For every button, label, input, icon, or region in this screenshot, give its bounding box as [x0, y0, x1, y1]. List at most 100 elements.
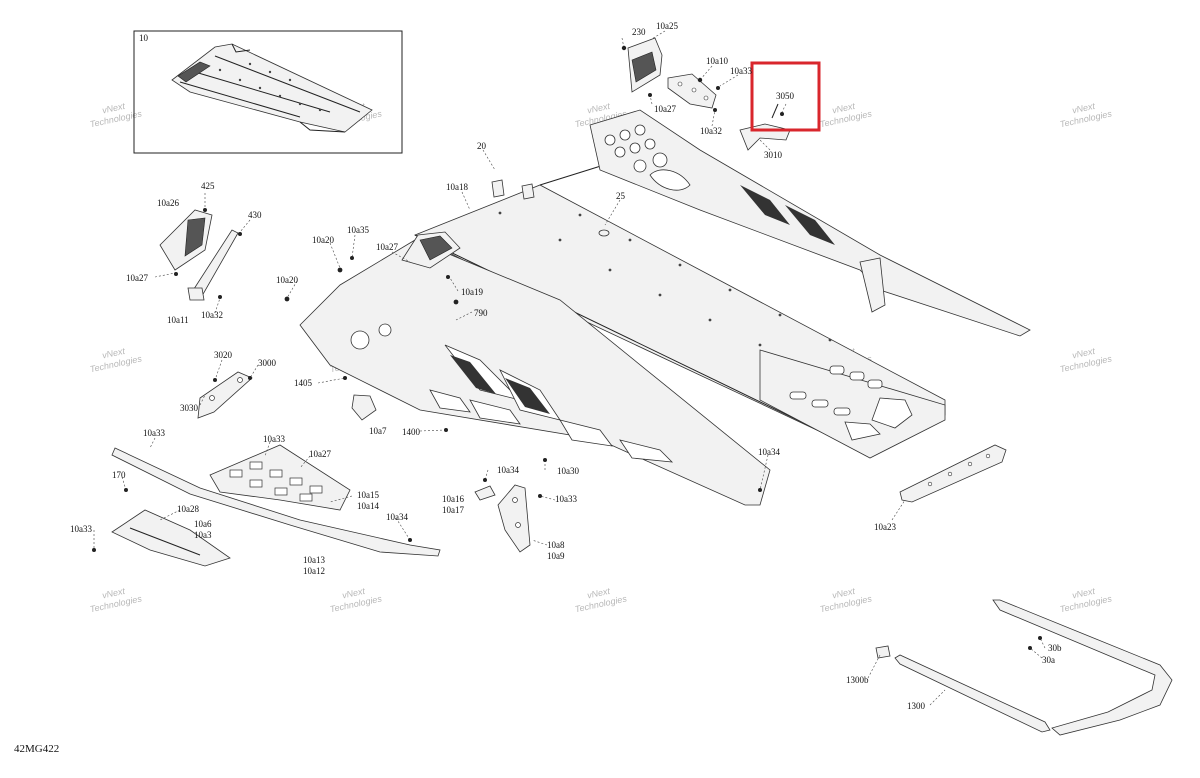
watermark-line1: vNext	[1071, 101, 1096, 116]
watermark-line1: vNext	[101, 586, 126, 601]
label-10a8: 10a8	[547, 540, 565, 550]
label-10a11: 10a11	[167, 315, 189, 325]
label-10a33: 10a33	[555, 494, 577, 504]
tunnel-assembly	[299, 109, 1031, 506]
label-10a27: 10a27	[376, 242, 398, 252]
label-10a18: 10a18	[446, 182, 468, 192]
label-10a27: 10a27	[126, 273, 148, 283]
label-10a28: 10a28	[177, 504, 199, 514]
label-425: 425	[201, 181, 215, 191]
watermark-line1: vNext	[1071, 346, 1096, 361]
rail-10a13	[111, 447, 441, 557]
watermark-line1: vNext	[586, 101, 611, 116]
strut-10a11	[187, 229, 239, 301]
label-3000: 3000	[258, 358, 277, 368]
rail-10a23	[899, 444, 1007, 503]
bumper-1300	[875, 599, 1173, 736]
label-170: 170	[112, 470, 126, 480]
label-10a12: 10a12	[303, 566, 325, 576]
label-10a15: 10a15	[357, 490, 379, 500]
label-1300: 1300	[907, 701, 926, 711]
label-10a33: 10a33	[263, 434, 285, 444]
label-10a35: 10a35	[347, 225, 369, 235]
watermark-line1: vNext	[1071, 586, 1096, 601]
label-1300b: 1300b	[846, 675, 869, 685]
leader-lines	[93, 30, 1046, 706]
label-10a33: 10a33	[143, 428, 165, 438]
bracket-10a26	[159, 209, 213, 271]
label-1405: 1405	[294, 378, 313, 388]
label-25: 25	[616, 191, 626, 201]
label-10a25: 10a25	[656, 21, 678, 31]
label-3050: 3050	[776, 91, 795, 101]
label-10: 10	[139, 33, 149, 43]
label-10a23: 10a23	[874, 522, 896, 532]
highlight-box	[750, 61, 821, 132]
watermark-line1: vNext	[586, 586, 611, 601]
watermark-line1: vNext	[341, 586, 366, 601]
label-10a30: 10a30	[557, 466, 579, 476]
label-10a20: 10a20	[312, 235, 334, 245]
watermark-line1: vNext	[831, 586, 856, 601]
label-10a7: 10a7	[369, 426, 387, 436]
label-10a16: 10a16	[442, 494, 464, 504]
clip-10a16	[474, 485, 496, 501]
grid-plate-10a15	[209, 444, 351, 511]
bracket-10a10	[667, 73, 717, 109]
label-30a: 30a	[1042, 655, 1055, 665]
label-20: 20	[477, 141, 487, 151]
label-10a32: 10a32	[201, 310, 223, 320]
bracket-3000	[197, 371, 253, 419]
mud-flap-10a25	[627, 37, 663, 93]
label-10a14: 10a14	[357, 501, 379, 511]
label-790: 790	[474, 308, 488, 318]
label-10a10: 10a10	[706, 56, 728, 66]
fastener-dots	[92, 45, 1042, 650]
label-3020: 3020	[214, 350, 233, 360]
inset-assembly-10	[133, 30, 403, 154]
label-3010: 3010	[764, 150, 783, 160]
plate-10a7	[351, 394, 377, 421]
label-10a27: 10a27	[654, 104, 676, 114]
label-10a17: 10a17	[442, 505, 464, 515]
watermark-line1: vNext	[101, 101, 126, 116]
label-10a34: 10a34	[758, 447, 780, 457]
label-10a33: 10a33	[730, 66, 752, 76]
watermark-line1: vNext	[101, 346, 126, 361]
label-10a13: 10a13	[303, 555, 325, 565]
label-10a34: 10a34	[497, 465, 519, 475]
label-30b: 30b	[1048, 643, 1062, 653]
label-10a9: 10a9	[547, 551, 565, 561]
label-10a19: 10a19	[461, 287, 483, 297]
label-10a20: 10a20	[276, 275, 298, 285]
label-10a32: 10a32	[700, 126, 722, 136]
label-1400: 1400	[402, 427, 421, 437]
label-10a33: 10a33	[70, 524, 92, 534]
label-10a34: 10a34	[386, 512, 408, 522]
label-10a26: 10a26	[157, 198, 179, 208]
label-10a3: 10a3	[194, 530, 212, 540]
label-10a6: 10a6	[194, 519, 212, 529]
bracket-3010	[739, 103, 791, 151]
label-3030: 3030	[180, 403, 199, 413]
label-430: 430	[248, 210, 262, 220]
part-labels: 10 230 10a25 10a10 10a33 10a27 10a32 305…	[70, 21, 1062, 711]
bracket-10a8	[497, 484, 531, 553]
watermark-line1: vNext	[831, 101, 856, 116]
label-10a27: 10a27	[309, 449, 331, 459]
label-230: 230	[632, 27, 646, 37]
skid-plate-10a6	[111, 509, 231, 567]
figure-code: 42MG422	[14, 743, 60, 755]
